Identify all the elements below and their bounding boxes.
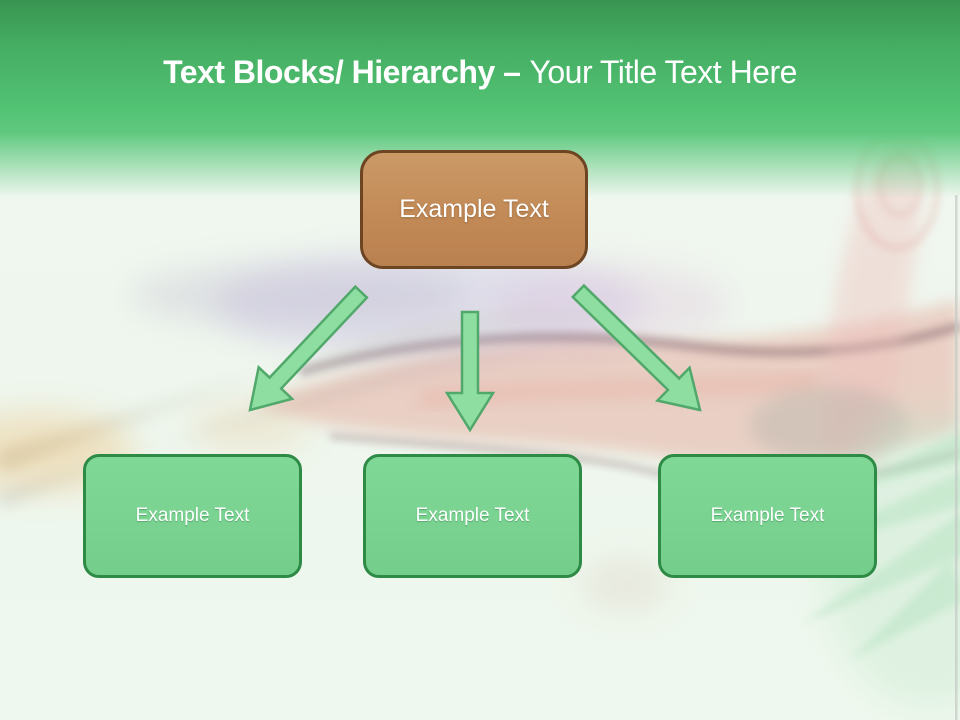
child-text-block-1-label: Example Text [135, 505, 250, 526]
slide-title-rest: Your Title Text Here [529, 54, 797, 90]
arrow-down-icon [444, 310, 496, 433]
child-text-block-3-label: Example Text [710, 505, 825, 526]
child-text-block-2: Example Text [363, 454, 582, 578]
slide-title: Text Blocks/ Hierarchy –Your Title Text … [0, 50, 960, 94]
child-text-block-2-label: Example Text [415, 505, 530, 526]
root-text-block-label: Example Text [399, 195, 549, 223]
child-text-block-1: Example Text [83, 454, 302, 578]
arrow-down-left-icon [248, 284, 369, 412]
slide-title-emphasis: Text Blocks/ Hierarchy – [163, 54, 521, 90]
arrow-down-right-icon [570, 283, 702, 412]
root-text-block: Example Text [360, 150, 588, 269]
child-text-block-3: Example Text [658, 454, 877, 578]
